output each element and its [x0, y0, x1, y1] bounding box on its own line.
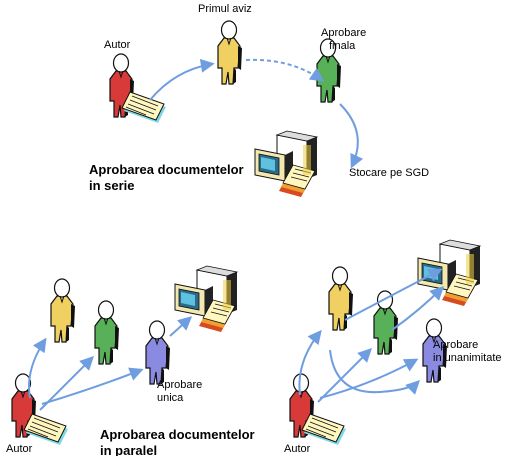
parallel-unanimous-workflow: Aprobare in unanimitate Autor — [284, 240, 502, 455]
parallel-single-workflow: Aprobare unica Autor — [6, 266, 237, 455]
parallel-left-arrow-3 — [41, 367, 144, 405]
serial-title-line2: in serie — [89, 178, 135, 193]
parallel-left-arrow-4 — [169, 316, 193, 337]
parallel-title-line2: in paralel — [100, 443, 157, 456]
unanimous-approval-label-1: Aprobare — [433, 339, 478, 351]
computer-storage-icon — [255, 131, 317, 197]
parallel-title-line1: Aprobarea documentelor — [100, 427, 255, 442]
computer-storage-icon — [418, 240, 480, 306]
first-review-label: Primul aviz — [198, 3, 252, 15]
parallel-left-arrow-1 — [28, 337, 47, 399]
document-icon — [23, 413, 69, 446]
serial-arrow-1 — [149, 58, 215, 101]
parallel-right-arrow-2 — [317, 348, 372, 403]
serial-workflow: Autor Primul aviz Aprobare finala Stocar… — [89, 3, 429, 197]
unanimous-approval-label-2: in unanimitate — [433, 352, 502, 364]
reviewer-person-icon — [217, 20, 243, 85]
unique-approval-label-2: unica — [157, 392, 184, 404]
reviewer-person-icon — [373, 290, 399, 355]
serial-title-line1: Aprobarea documentelor — [89, 162, 244, 177]
serial-arrow-2 — [245, 58, 325, 82]
reviewer-person-icon — [94, 300, 120, 365]
serial-arrow-3 — [339, 103, 364, 169]
parallel-right-arrow-4 — [344, 268, 443, 321]
parallel-right-arrow-1 — [298, 329, 322, 396]
author-label: Autor — [104, 39, 131, 51]
document-icon — [301, 413, 347, 446]
document-icon — [121, 91, 167, 124]
final-approval-label-2: finala — [329, 40, 356, 52]
parallel-right-arrow-5 — [391, 286, 444, 331]
author-label-right: Autor — [284, 443, 311, 455]
reviewer-person-icon — [50, 278, 76, 343]
reviewer-person-icon — [328, 266, 354, 331]
unique-approval-label-1: Aprobare — [157, 379, 202, 391]
author-label-left: Autor — [6, 443, 33, 455]
storage-label: Stocare pe SGD — [349, 167, 429, 179]
parallel-right-arrow-6 — [329, 349, 420, 395]
parallel-right-arrow-3 — [319, 358, 419, 399]
final-approval-label-1: Aprobare — [321, 27, 366, 39]
unique-approver-person-icon — [145, 320, 171, 385]
